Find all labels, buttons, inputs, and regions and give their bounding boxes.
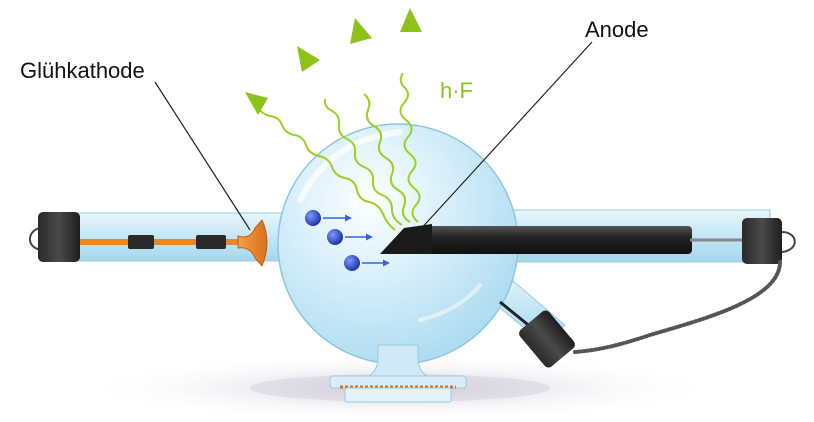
wavy-arrow-icon (323, 98, 403, 226)
wavy-arrow-icon (363, 93, 411, 223)
gluehkathode-cup (237, 219, 268, 267)
electrons (305, 210, 390, 271)
cathode-leader-line (154, 81, 251, 231)
electron-icon (327, 229, 373, 245)
anode-leader-line (417, 41, 593, 233)
wavy-arrow-icon (399, 72, 421, 223)
photon-arrowheads (245, 8, 422, 115)
right-wire-loop (781, 231, 796, 253)
left-end-cap (38, 212, 80, 262)
anode-rod (420, 226, 692, 254)
gluehkathode-label: Glühkathode (20, 58, 145, 83)
right-end-cap (742, 218, 782, 264)
wavy-arrow-icon (257, 107, 396, 231)
side-arm-cap (519, 310, 575, 368)
electron-icon (305, 210, 352, 226)
photons (257, 72, 421, 231)
photon-energy-label: h·F (440, 78, 473, 103)
coiled-wire (573, 260, 782, 354)
electron-icon (344, 255, 390, 271)
anode-label: Anode (585, 17, 649, 42)
